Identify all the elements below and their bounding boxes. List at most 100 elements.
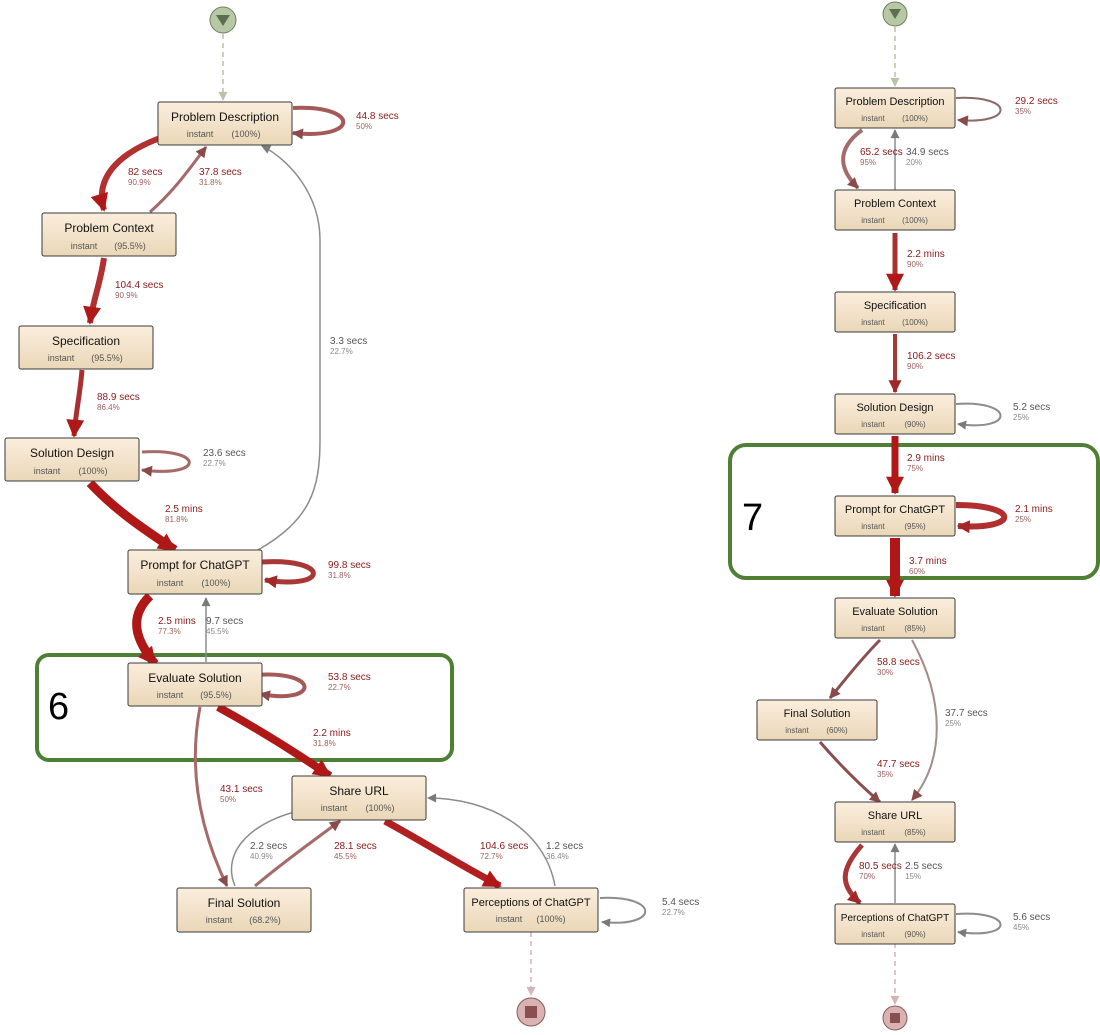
svg-text:2.5 mins: 2.5 mins [158, 616, 196, 627]
node-evaluate-solution[interactable]: Evaluate Solution instant (95.5%) [127, 662, 263, 707]
r-node-share-url[interactable]: Share URL instant (85%) [834, 801, 956, 843]
node-problem-description[interactable]: Problem Description instant (100%) [157, 101, 293, 146]
svg-text:31.8%: 31.8% [328, 571, 351, 580]
edge-sd-prompt [86, 479, 178, 554]
r-node-perceptions-of-chatgpt[interactable]: Perceptions of ChatGPT instant (90%) [834, 903, 956, 945]
edge-pc-pd [149, 146, 208, 214]
label-final-share-b: 28.1 secs 45.5% [334, 841, 377, 861]
svg-text:Share URL: Share URL [329, 784, 389, 798]
svg-text:58.8 secs: 58.8 secs [877, 657, 920, 668]
svg-text:70%: 70% [859, 872, 875, 881]
edge-prompt-pd [257, 145, 321, 551]
svg-text:104.4 secs: 104.4 secs [115, 280, 163, 291]
svg-text:75%: 75% [907, 464, 923, 473]
svg-text:(95%): (95%) [904, 522, 926, 531]
label-sd-loop: 23.6 secs 22.7% [203, 448, 246, 468]
svg-text:90%: 90% [907, 362, 923, 371]
callout-label-6: 6 [48, 686, 69, 728]
svg-text:86.4%: 86.4% [97, 403, 120, 412]
svg-text:(100%): (100%) [902, 318, 928, 327]
svg-text:instant: instant [861, 930, 885, 939]
svg-text:instant: instant [321, 803, 348, 813]
r-node-evaluate-solution[interactable]: Evaluate Solution instant (85%) [834, 597, 956, 639]
svg-text:45%: 45% [1013, 923, 1029, 932]
svg-text:instant: instant [157, 578, 184, 588]
svg-text:45.5%: 45.5% [334, 852, 357, 861]
node-share-url[interactable]: Share URL instant (100%) [291, 775, 427, 821]
svg-text:(100%): (100%) [78, 466, 107, 476]
svg-text:20%: 20% [906, 158, 922, 167]
r-label-prompt-eval: 3.7 mins 60% [909, 556, 947, 576]
node-perceptions-of-chatgpt[interactable]: Perceptions of ChatGPT instant (100%) [463, 887, 599, 933]
label-eval-loop: 53.8 secs 22.7% [328, 672, 371, 692]
svg-text:77.3%: 77.3% [158, 627, 181, 636]
edge-prompt-loop [261, 559, 316, 589]
label-eval-prompt: 9.7 secs 45.5% [206, 616, 243, 636]
svg-text:81.8%: 81.8% [165, 515, 188, 524]
r-label-final-share: 47.7 secs 35% [877, 759, 920, 779]
svg-text:22.7%: 22.7% [662, 908, 685, 917]
r-label-share-perc: 80.5 secs 70% [859, 861, 902, 881]
svg-text:44.8 secs: 44.8 secs [356, 111, 399, 122]
r-node-problem-context[interactable]: Problem Context instant (100%) [834, 189, 956, 231]
r-node-specification[interactable]: Specification instant (100%) [834, 291, 956, 333]
r-edge-eval-final [828, 638, 882, 699]
r-label-sd-loop: 5.2 secs 25% [1013, 402, 1050, 422]
r-label-eval-final: 58.8 secs 30% [877, 657, 920, 677]
svg-text:5.2 secs: 5.2 secs [1013, 402, 1050, 413]
label-share-perc: 104.6 secs 72.7% [480, 841, 528, 861]
svg-text:Final Solution: Final Solution [208, 896, 281, 910]
r-node-prompt-for-chatgpt[interactable]: Prompt for ChatGPT instant (95%) [834, 495, 956, 537]
label-perc-share: 1.2 secs 36.4% [546, 841, 583, 861]
svg-text:(100%): (100%) [365, 803, 394, 813]
svg-text:instant: instant [861, 420, 885, 429]
svg-text:5.6 secs: 5.6 secs [1013, 912, 1050, 923]
edge-share-perc [383, 817, 502, 890]
svg-text:25%: 25% [945, 719, 961, 728]
edge-final-share-b [254, 819, 341, 888]
svg-text:instant: instant [48, 353, 75, 363]
node-specification[interactable]: Specification instant (95.5%) [18, 325, 154, 370]
label-sd-prompt: 2.5 mins 81.8% [165, 504, 203, 524]
svg-text:instant: instant [861, 318, 885, 327]
svg-text:2.1 mins: 2.1 mins [1015, 504, 1053, 515]
node-prompt-for-chatgpt[interactable]: Prompt for ChatGPT instant (100%) [127, 549, 263, 595]
svg-text:Final Solution: Final Solution [784, 708, 851, 720]
svg-text:(85%): (85%) [904, 828, 926, 837]
label-eval-share: 2.2 mins 31.8% [313, 728, 351, 748]
label-pc-pd: 37.8 secs 31.8% [199, 167, 242, 187]
svg-text:(100%): (100%) [536, 914, 565, 924]
r-edge-pd-loop [955, 96, 1002, 127]
svg-text:1.2 secs: 1.2 secs [546, 841, 583, 852]
edge-perc-share [427, 793, 556, 887]
svg-text:29.2 secs: 29.2 secs [1015, 96, 1058, 107]
node-final-solution[interactable]: Final Solution instant (68.2%) [176, 887, 312, 933]
svg-text:instant: instant [34, 466, 61, 476]
r-label-sd-prompt: 2.9 mins 75% [907, 453, 945, 473]
svg-text:(90%): (90%) [904, 930, 926, 939]
r-label-pd-loop: 29.2 secs 35% [1015, 96, 1058, 116]
r-edge-pd-pc [841, 128, 864, 190]
label-prompt-pd: 3.3 secs 22.7% [330, 336, 367, 356]
node-problem-context[interactable]: Problem Context instant (95.5%) [41, 212, 177, 257]
svg-text:(100%): (100%) [231, 129, 260, 139]
svg-text:90.9%: 90.9% [128, 178, 151, 187]
svg-text:2.5 mins: 2.5 mins [165, 504, 203, 515]
svg-text:50%: 50% [220, 795, 236, 804]
svg-text:47.7 secs: 47.7 secs [877, 759, 920, 770]
svg-text:104.6 secs: 104.6 secs [480, 841, 528, 852]
r-node-problem-description[interactable]: Problem Description instant (100%) [834, 87, 956, 129]
svg-text:80.5 secs: 80.5 secs [859, 861, 902, 872]
highlight-box-7 [728, 443, 1100, 580]
svg-text:Solution Design: Solution Design [856, 402, 933, 414]
svg-text:(68.2%): (68.2%) [249, 915, 281, 925]
r-node-final-solution[interactable]: Final Solution instant (60%) [756, 699, 878, 741]
svg-text:Perceptions of ChatGPT: Perceptions of ChatGPT [841, 913, 949, 924]
svg-text:23.6 secs: 23.6 secs [203, 448, 246, 459]
node-solution-design[interactable]: Solution Design instant (100%) [4, 437, 140, 482]
svg-text:35%: 35% [877, 770, 893, 779]
edge-pd-pc [90, 135, 162, 212]
edge-final-share-a [230, 807, 304, 887]
r-node-solution-design[interactable]: Solution Design instant (90%) [834, 393, 956, 435]
